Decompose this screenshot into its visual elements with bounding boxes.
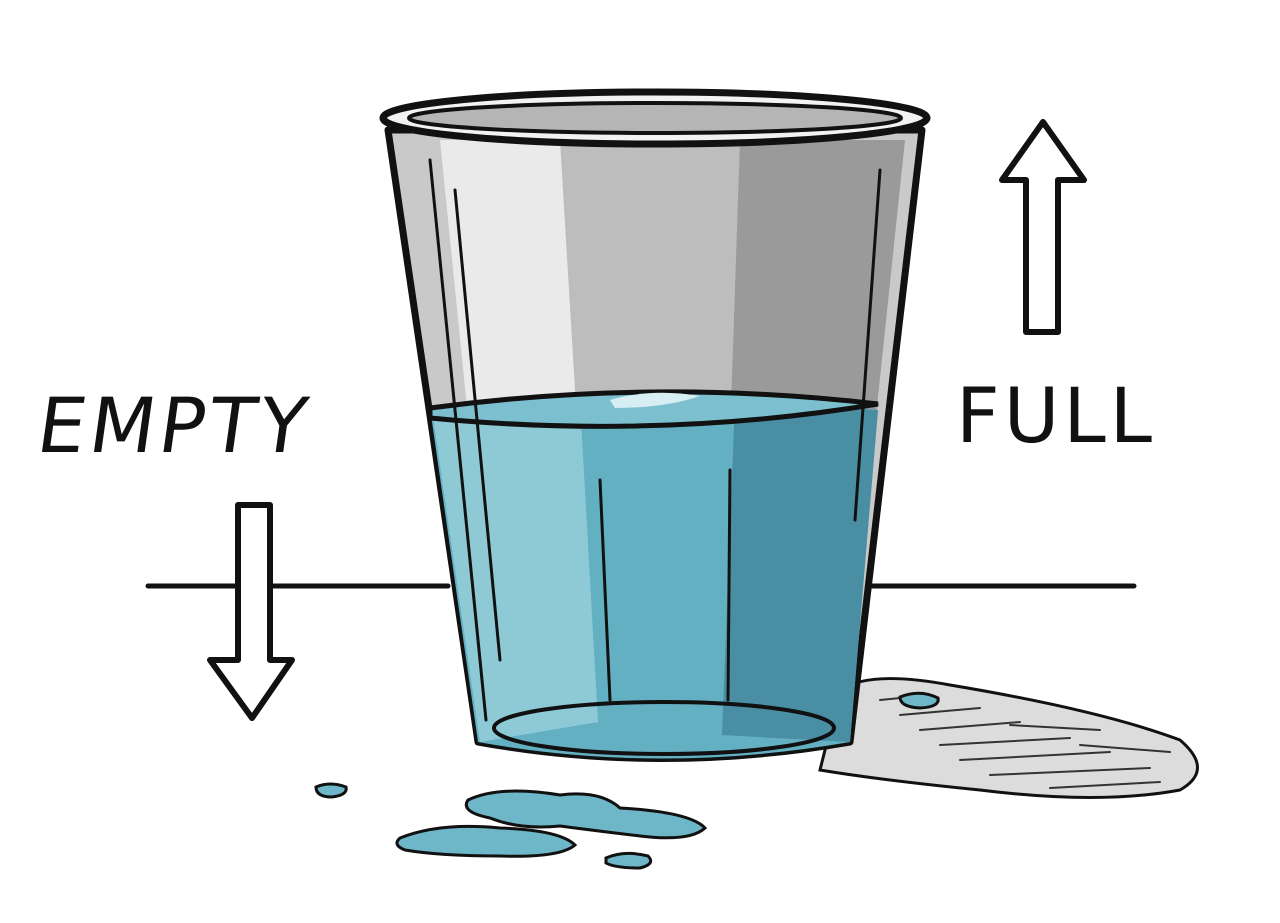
glass-rim-inner bbox=[407, 101, 903, 135]
empty-label: EMPTY bbox=[32, 382, 317, 471]
shadow-hatching bbox=[879, 694, 1171, 789]
glass-shadow bbox=[818, 677, 1199, 799]
glass-edge-strokes bbox=[428, 158, 882, 722]
water-surface bbox=[427, 389, 879, 429]
water-facet-dark bbox=[722, 402, 878, 742]
glass-bottom bbox=[492, 700, 836, 756]
water-facet-light bbox=[432, 402, 598, 742]
water-puddles bbox=[314, 691, 940, 870]
water-surface-highlight bbox=[610, 392, 700, 408]
arrow-up-icon bbox=[999, 119, 1087, 335]
full-label: FULL bbox=[956, 371, 1156, 460]
arrow-down-icon bbox=[207, 502, 295, 721]
